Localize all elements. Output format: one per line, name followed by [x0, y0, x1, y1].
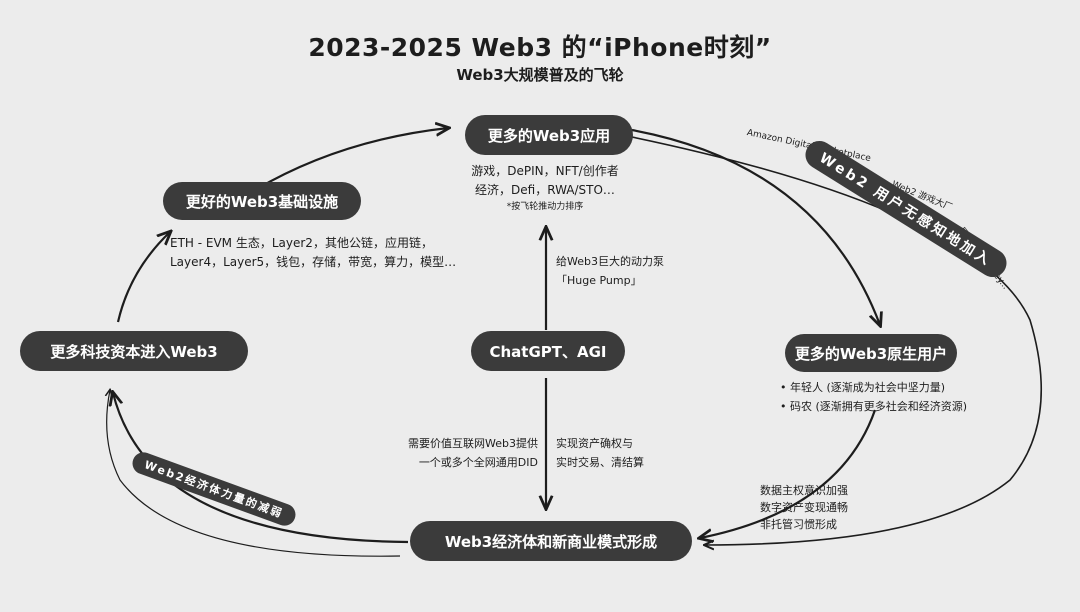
- data-rights-line1: 数据主权意识加强: [760, 484, 848, 497]
- node-native-users: 更多的Web3原生用户: [785, 334, 957, 372]
- asset-label: 实现资产确权与 实时交易、清结算: [556, 434, 644, 472]
- node-new-economy: Web3经济体和新商业模式形成: [410, 521, 692, 561]
- data-rights-line2: 数字资产变现通畅: [760, 501, 848, 514]
- users-detail: 年轻人 (逐渐成为社会中坚力量) 码农 (逐渐拥有更多社会和经济资源): [780, 378, 967, 416]
- infra-detail: ETH - EVM 生态，Layer2，其他公链，应用链， Layer4，Lay…: [170, 234, 456, 272]
- pump-line2: 「Huge Pump」: [556, 274, 642, 287]
- arrow-web2-weaken: [107, 390, 401, 557]
- apps-detail-line1: 游戏，DePIN，NFT/创作者: [471, 164, 619, 178]
- node-better-infra: 更好的Web3基础设施: [163, 182, 361, 220]
- node-chatgpt-agi: ChatGPT、AGI: [471, 331, 625, 371]
- infra-detail-line2: Layer4，Layer5，钱包，存储，带宽，算力，模型…: [170, 255, 457, 269]
- did-label: 需要价值互联网Web3提供 一个或多个全网通用DID: [380, 434, 538, 472]
- arrow-infra-to-apps: [254, 128, 448, 191]
- users-detail-coders: 码农 (逐渐拥有更多社会和经济资源): [780, 397, 967, 416]
- diagram-subtitle: Web3大规模普及的飞轮: [456, 66, 624, 84]
- asset-line2: 实时交易、清结算: [556, 456, 644, 469]
- arrow-economy-to-capital: [113, 393, 409, 544]
- arrow-apps-to-users: [631, 128, 880, 325]
- node-more-web3-apps: 更多的Web3应用: [465, 115, 633, 155]
- users-detail-young: 年轻人 (逐渐成为社会中坚力量): [780, 378, 967, 397]
- did-line1: 需要价值互联网Web3提供: [408, 437, 538, 450]
- pump-line1: 给Web3巨大的动力泵: [556, 255, 664, 268]
- did-line2: 一个或多个全网通用DID: [418, 456, 538, 469]
- data-rights: 数据主权意识加强 数字资产变现通畅 非托管习惯形成: [760, 482, 848, 533]
- arrow-web2-join: [631, 136, 1043, 545]
- arrow-users-to-economy: [700, 409, 877, 538]
- arrow-capital-to-infra: [116, 232, 170, 323]
- apps-detail: 游戏，DePIN，NFT/创作者 经济，Defi，RWA/STO… *按飞轮推动…: [440, 162, 650, 214]
- infra-detail-line1: ETH - EVM 生态，Layer2，其他公链，应用链，: [170, 236, 433, 250]
- pump-label: 给Web3巨大的动力泵 「Huge Pump」: [556, 252, 664, 290]
- apps-detail-note: *按飞轮推动力排序: [506, 202, 584, 212]
- diagram-title: 2023-2025 Web3 的“iPhone时刻”: [308, 33, 772, 62]
- apps-detail-line2: 经济，Defi，RWA/STO…: [475, 183, 615, 197]
- data-rights-line3: 非托管习惯形成: [760, 518, 837, 531]
- asset-line1: 实现资产确权与: [556, 437, 633, 450]
- node-tech-capital: 更多科技资本进入Web3: [20, 331, 248, 371]
